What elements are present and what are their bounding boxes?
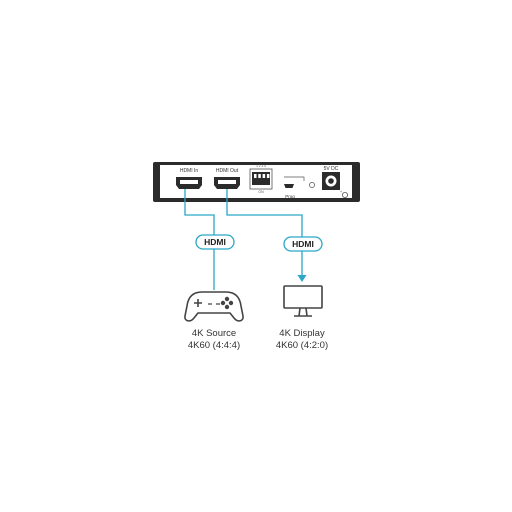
input-cable-badge: [195, 234, 235, 250]
output-cable-line: [226, 189, 303, 276]
dip-switch-on-label: ON: [258, 190, 264, 194]
prog-port: Prog: [284, 176, 315, 199]
output-cable-badge: [283, 236, 323, 252]
input-cable-line: [184, 189, 215, 290]
device-rear-panel: HDMI In HDMI Out 1 2 3 4 ON Prog: [153, 162, 360, 202]
display-format: 4K60 (4:2:0): [276, 340, 328, 351]
output-arrow-icon: [297, 275, 307, 282]
gamepad-icon: [184, 291, 244, 322]
source-name: 4K Source: [192, 328, 236, 339]
hdmi-out-label: HDMI Out: [216, 168, 239, 174]
hdmi-in-label: HDMI In: [180, 168, 199, 174]
dip-switch: 1 2 3 4 ON: [249, 164, 273, 194]
output-cable: HDMI: [226, 189, 323, 282]
micro-usb-port-icon: [284, 184, 294, 188]
ground-screw-icon: [341, 191, 348, 198]
display-name: 4K Display: [279, 328, 325, 339]
dip-switch-numbers: 1 2 3 4: [256, 164, 266, 168]
power-label: 5V DC: [324, 166, 339, 172]
dc-jack-pin: [328, 178, 334, 184]
plus-icon: +: [340, 189, 343, 194]
prog-label: Prog: [285, 194, 295, 199]
input-cable: HDMI: [184, 189, 235, 290]
hdmi-in-port-icon: [176, 177, 202, 189]
source-format: 4K60 (4:4:4): [188, 340, 240, 351]
hdmi-out-port-icon: [214, 177, 240, 189]
output-cable-badge-label: HDMI: [292, 239, 314, 249]
monitor-icon: [283, 285, 323, 317]
power-port: 5V DC +: [322, 166, 348, 198]
input-cable-badge-label: HDMI: [204, 237, 226, 247]
prog-button-icon: [309, 182, 315, 188]
